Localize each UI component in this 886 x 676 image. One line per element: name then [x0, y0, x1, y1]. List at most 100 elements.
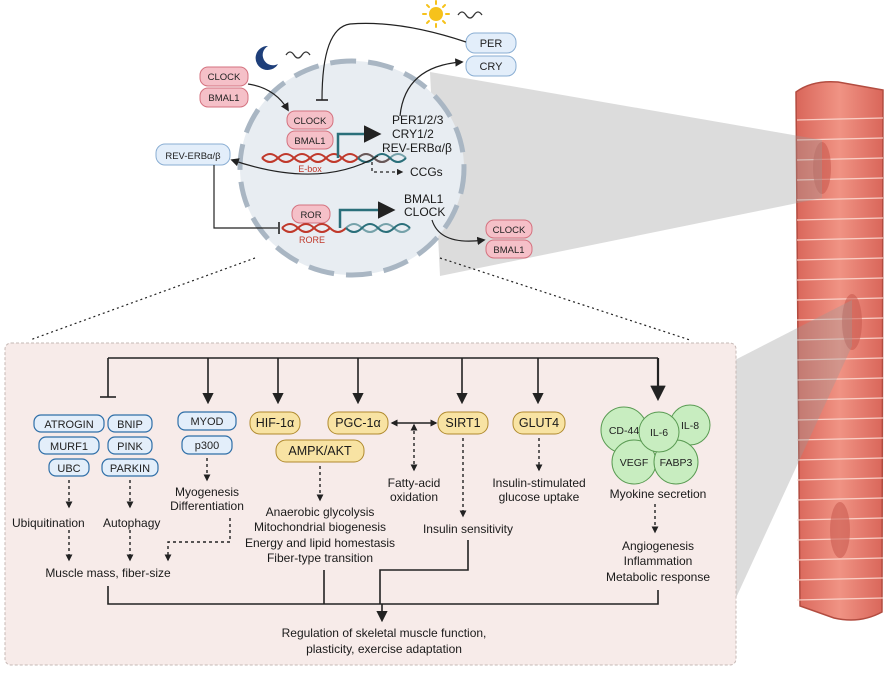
clock-bmal1-import-arrow: [247, 83, 289, 112]
reverb-box: [155, 143, 231, 166]
moon-wave-icon: [285, 51, 311, 59]
angiogenesis-label: Angiogenesis: [622, 539, 694, 553]
myogenesis-label: Myogenesis: [175, 485, 239, 499]
autophagy-label: Autophagy: [103, 516, 160, 530]
per-label: PER: [480, 38, 503, 50]
clock-bmal1-export-arrow: [431, 219, 486, 246]
insulin-sensitivity-label: Insulin sensitivity: [423, 522, 513, 536]
ubc-label: UBC: [57, 463, 80, 475]
ampk-akt-label: AMPK/AKT: [288, 444, 352, 458]
clock-box-ebox: [286, 110, 334, 130]
distribution-lines: [100, 357, 666, 405]
downstream-arrows: [65, 438, 659, 562]
rore-label: RORE: [299, 235, 325, 245]
inflammation-label: Inflammation: [624, 554, 693, 568]
oxidation-label: oxidation: [390, 490, 438, 504]
p300-label: p300: [195, 440, 219, 452]
bmal1-box-left: [199, 87, 249, 108]
vegf-label: VEGF: [620, 457, 649, 469]
il6-label: IL-6: [650, 427, 668, 439]
rore-transcription-arrow: [338, 201, 396, 228]
ror-label: ROR: [300, 210, 321, 221]
regulation-line1: Regulation of skeletal muscle function,: [282, 626, 487, 640]
ebox-transcription-arrow: [336, 125, 382, 158]
differentiation-label: Differentiation: [170, 499, 244, 513]
regulation-line2: plasticity, exercise adaptation: [306, 642, 462, 656]
bottom-panel: [4, 342, 737, 666]
muscle-mass-label: Muscle mass, fiber-size: [45, 566, 171, 580]
atrogin-label: ATROGIN: [44, 419, 93, 431]
mito-biogenesis-label: Mitochondrial biogenesis: [254, 520, 386, 534]
ampk-akt-box: [275, 439, 365, 463]
bmal1-box-right: [485, 239, 533, 259]
bmal1-box-ebox: [286, 130, 334, 150]
sun-wave-icon: [457, 11, 483, 19]
ccgs-label: CCGs: [410, 165, 443, 179]
p300-box: [181, 435, 233, 455]
ebox-label: E-box: [298, 164, 322, 174]
target-reverb: REV-ERBα/β: [382, 141, 452, 155]
hif1a-label: HIF-1α: [256, 416, 294, 430]
glut4-label: GLUT4: [519, 416, 559, 430]
ccgs-arrow: [371, 162, 404, 176]
pgc1a-box: [327, 411, 389, 435]
ror-target-bmal1: BMAL1: [404, 192, 444, 206]
target-per: PER1/2/3: [392, 113, 444, 127]
myod-label: MYOD: [191, 416, 224, 428]
sirt1-label: SIRT1: [445, 416, 480, 430]
bnip-box: [107, 414, 153, 433]
fiber-type-label: Fiber-type transition: [267, 551, 373, 565]
pink-label: PINK: [117, 441, 143, 453]
reverb-export-arrow: [230, 155, 379, 175]
fiber-zoom-wedge: [735, 300, 852, 600]
pgc1a-label: PGC-1α: [335, 416, 380, 430]
atrogin-box: [33, 414, 105, 433]
cry-box: [465, 55, 517, 77]
sirt1-box: [437, 411, 489, 435]
anaerobic-glycolysis-label: Anaerobic glycolysis: [266, 505, 375, 519]
cd44-label: CD-44: [609, 425, 640, 437]
glut4-box: [512, 411, 566, 435]
reverb-label: REV-ERBα/β: [165, 151, 221, 162]
moon-icon: [255, 45, 278, 70]
parkin-label: PARKIN: [110, 463, 150, 475]
ubc-box: [48, 458, 90, 477]
ror-box: [291, 204, 331, 224]
per-box: [465, 32, 517, 54]
clock-box-right: [485, 219, 533, 239]
zoom-line-right: [439, 257, 691, 341]
per-cry-export-arrow: [399, 58, 464, 117]
clock-box-left: [199, 66, 249, 87]
pink-box: [107, 436, 153, 455]
clock-label-left: CLOCK: [208, 72, 241, 83]
energy-lipid-label: Energy and lipid homestasis: [245, 536, 395, 550]
bnip-label: BNIP: [117, 419, 143, 431]
fatty-acid-label: Fatty-acid: [388, 476, 441, 490]
bmal1-label-left: BMAL1: [208, 93, 239, 104]
il8-label: IL-8: [681, 420, 699, 432]
reverb-inhibition-line: [213, 165, 278, 229]
bmal1-label-right: BMAL1: [493, 245, 524, 256]
myod-box: [177, 411, 237, 431]
myokine-secretion-label: Myokine secretion: [610, 487, 707, 501]
zoom-line-left: [29, 257, 256, 341]
target-cry: CRY1/2: [392, 127, 434, 141]
dna-rore: [281, 223, 411, 233]
fabp3-label: FABP3: [660, 457, 693, 469]
per-cry-inhibition-line: [321, 22, 467, 101]
bmal1-label-ebox: BMAL1: [294, 136, 325, 147]
clock-label-ebox: CLOCK: [294, 116, 327, 127]
convergence-lines: [107, 540, 659, 623]
cry-label: CRY: [479, 61, 503, 73]
murf1-label: MURF1: [50, 441, 88, 453]
parkin-box: [101, 458, 159, 477]
ror-target-clock: CLOCK: [404, 205, 445, 219]
murf1-box: [38, 436, 100, 455]
ubiquitination-label: Ubiquitination: [12, 516, 85, 530]
myokine-cluster: [600, 404, 711, 485]
clock-label-right: CLOCK: [493, 225, 526, 236]
glucose-uptake-label: glucose uptake: [499, 490, 580, 504]
hif1a-box: [249, 411, 301, 435]
metabolic-response-label: Metabolic response: [606, 570, 710, 584]
